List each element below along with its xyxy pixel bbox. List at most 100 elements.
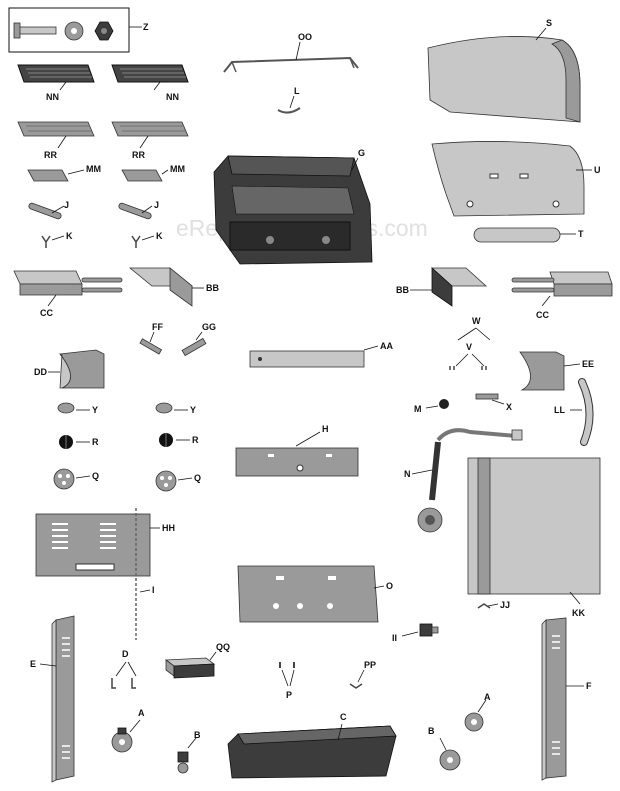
part-aa-bar [249,350,365,368]
label-i: I [152,585,155,595]
part-oo-warming-rack [223,56,359,73]
part-p-screws [279,662,295,668]
label-bb-left: BB [206,283,219,293]
part-bb-bracket-left [128,267,194,307]
part-x [475,393,499,400]
label-d: D [122,649,129,659]
label-cc-right: CC [536,310,549,320]
label-kk: KK [572,608,585,618]
label-e: E [30,659,36,669]
part-v-screws [449,366,487,370]
label-ii: II [392,633,397,643]
part-dd-knob-panel-left [59,349,105,389]
label-rr-left: RR [44,150,57,160]
part-ll-handle [578,378,594,446]
label-k-left: K [66,231,73,241]
part-q-knob-left [53,468,75,490]
part-y-left [57,402,75,414]
label-hh: HH [162,523,175,533]
part-b-caster-left [177,751,189,774]
label-m: M [414,404,422,414]
label-b-right: B [428,726,435,736]
part-ee-knob-panel-right [519,351,565,391]
label-k-right: K [156,231,163,241]
part-f-side-panel [541,617,567,781]
label-rr-right: RR [132,150,145,160]
label-oo: OO [298,32,312,42]
part-o-panel [237,565,379,623]
part-d-clips [111,678,136,689]
label-bb-right: BB [396,285,409,295]
label-cc-left: CC [40,308,53,318]
part-ii [419,623,439,637]
label-r-left: R [92,437,99,447]
part-nn-cooking-grate-right [111,64,189,83]
label-aa: AA [380,341,393,351]
part-a-caster-left [111,727,133,753]
label-t: T [578,229,584,239]
label-q-left: Q [92,471,99,481]
label-s: S [546,18,552,28]
label-o: O [386,581,393,591]
part-c-base [227,725,397,779]
part-pp [349,683,363,689]
label-nn-right: NN [166,92,179,102]
part-e-side-panel [51,615,75,783]
label-p: P [286,690,292,700]
part-j-burner-right [118,202,152,220]
part-rr-heat-plate-left [17,121,95,137]
part-ff [139,338,163,355]
label-w: W [472,316,481,326]
label-a-right: A [484,692,491,702]
part-nn-cooking-grate-left [17,64,95,83]
label-q-right: Q [194,473,201,483]
label-c: C [340,712,347,722]
part-h-panel [235,447,359,477]
part-cc-shelf-left [13,270,123,296]
label-nn-left: NN [46,92,59,102]
label-u: U [594,165,601,175]
part-s-lid [427,36,581,123]
label-ee: EE [582,359,594,369]
part-b-caster-right [439,749,461,771]
part-bb-bracket-right [430,267,488,307]
part-a-caster-right [464,712,484,732]
label-dd: DD [34,367,47,377]
label-r-right: R [192,435,199,445]
label-qq: QQ [216,642,230,652]
label-mm-left: MM [86,164,101,174]
label-l: L [294,86,300,96]
label-j-right: J [154,200,159,210]
part-mm-right [121,169,163,182]
part-gg [181,337,207,357]
label-ll: LL [554,405,565,415]
part-r-right [159,433,173,447]
part-k-right [131,235,141,248]
part-y-right [155,402,173,414]
part-l-clip [277,107,301,114]
part-mm-left [27,169,69,182]
label-v: V [466,342,472,352]
label-f: F [586,681,592,691]
label-h: H [322,424,329,434]
label-x: X [506,402,512,412]
part-qq-block [164,657,216,679]
part-cc-shelf-right [511,271,613,297]
label-mm-right: MM [170,164,185,174]
part-z-hardware [8,7,142,53]
part-hh-front-panel [35,513,151,577]
part-rr-heat-plate-right [111,121,189,137]
part-t-handle [473,227,561,243]
part-k-left [41,235,51,248]
label-n: N [404,469,411,479]
label-g: G [358,148,365,158]
part-kk-door [467,457,601,595]
label-j-left: J [64,200,69,210]
part-m [439,399,449,409]
part-jj [477,603,491,609]
part-n-regulator [417,428,523,533]
label-gg: GG [202,322,216,332]
label-a-left: A [138,708,145,718]
